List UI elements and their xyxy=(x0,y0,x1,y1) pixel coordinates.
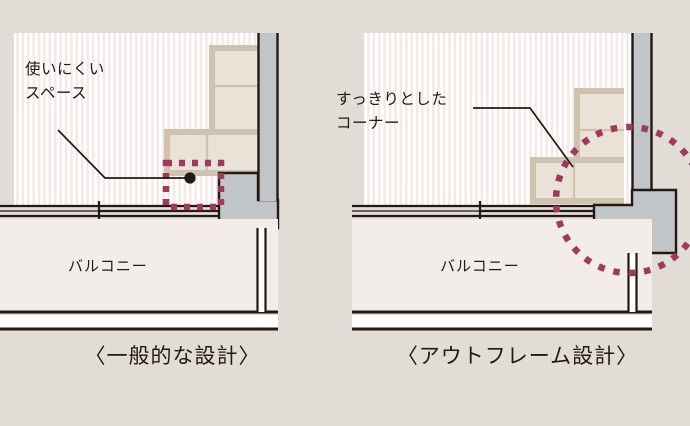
left-furniture xyxy=(164,45,260,176)
panel-left xyxy=(0,33,280,331)
right-leader-line xyxy=(473,107,574,168)
annotation-right-line2: コーナー xyxy=(336,115,401,133)
left-exterior-wall xyxy=(257,33,279,201)
balcony-label-right: バルコニー xyxy=(440,259,520,275)
caption-left: 〈一般的な設計〉 xyxy=(84,344,261,368)
right-highlight-dashed-circle xyxy=(552,123,690,277)
panel-right xyxy=(352,33,690,331)
right-balcony-partition xyxy=(627,253,638,312)
annotation-left-line1: 使いにくい xyxy=(25,61,105,78)
annotation-left: 使いにくい スペース xyxy=(25,58,105,106)
annotation-right: すっきりとした コーナー xyxy=(336,88,447,136)
annotation-right-line1: すっきりとした xyxy=(336,91,448,108)
caption-right: 〈アウトフレーム設計〉 xyxy=(396,344,639,368)
left-window-sash xyxy=(0,201,219,221)
right-exterior-wall xyxy=(631,33,653,206)
right-furniture xyxy=(530,88,624,204)
left-balcony-partition xyxy=(256,228,267,312)
left-balcony xyxy=(0,219,278,331)
left-leader-line xyxy=(57,129,196,184)
annotation-left-line2: スペース xyxy=(25,85,88,103)
left-highlight-dashed-rect xyxy=(162,159,225,211)
balcony-label-left: バルコニー xyxy=(68,259,148,275)
